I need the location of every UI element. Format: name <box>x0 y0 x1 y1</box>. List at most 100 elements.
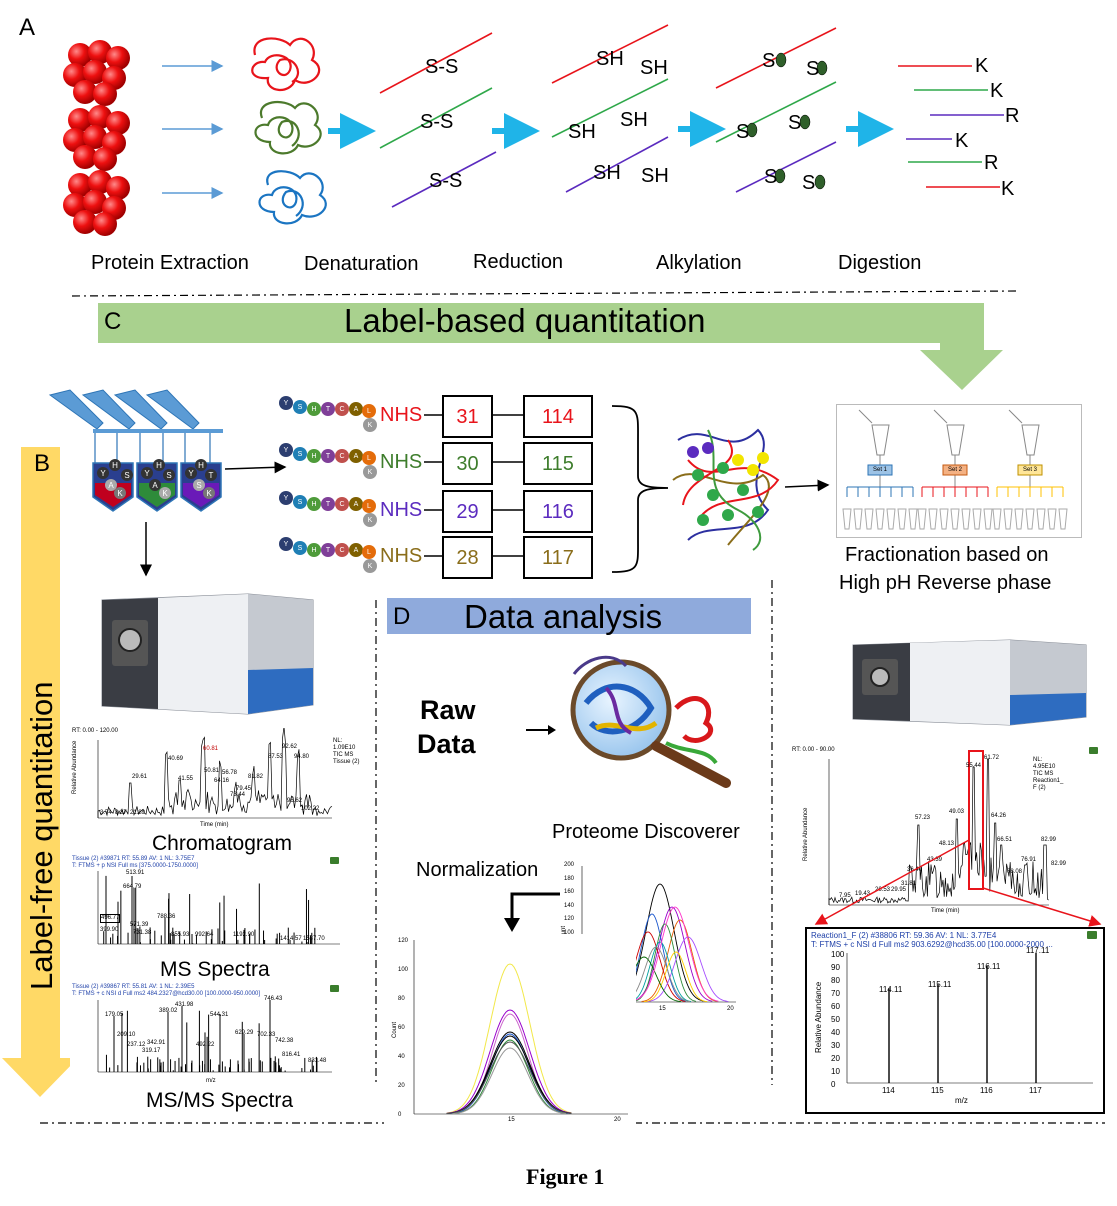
svg-text:T: T <box>326 406 331 413</box>
tag-mass-box: 28 <box>442 536 493 579</box>
arrow-right-icon <box>526 725 556 735</box>
labeled-peptide-array-icon: Y H S A K Y H S A K Y H T S K <box>48 389 223 512</box>
y-tick: 100 <box>831 950 845 959</box>
distribution-curve <box>452 1039 566 1115</box>
reporter-header: Reaction1_F (2) #38806 RT: 59.36 AV: 1 N… <box>811 931 997 940</box>
reporter-plot <box>846 931 1097 1084</box>
svg-text:A: A <box>354 406 359 413</box>
peak-label: 50.81 <box>204 768 220 774</box>
peak-label: 513.91 <box>126 870 145 876</box>
peak-label: 209.10 <box>117 1032 136 1038</box>
y-tick: 50 <box>831 1015 840 1024</box>
y-tick: 70 <box>831 989 840 998</box>
peak-label: 29.61 <box>132 774 148 780</box>
peak-label: 55.44 <box>966 763 982 769</box>
reporter-mass-box: 117 <box>523 536 593 579</box>
ms-spectra-label: MS Spectra <box>160 958 270 981</box>
peak-label: 115.11 <box>928 980 952 989</box>
svg-text:S: S <box>298 404 303 411</box>
panel-b-letter: B <box>34 450 51 477</box>
peak-label: 96.62 <box>287 798 303 804</box>
peak-label: 49.03 <box>949 809 965 815</box>
peak-label: 319.17 <box>142 1048 161 1054</box>
figure-caption: Figure 1 <box>526 1164 605 1189</box>
y-tick: 40 <box>398 1054 405 1060</box>
mass-spectrometer-icon <box>101 593 314 715</box>
chromatogram-info: TIC MS <box>333 752 354 758</box>
msms-plot <box>97 985 339 1073</box>
pooled-peptides-icon <box>672 428 780 551</box>
residue-label: K <box>990 80 1004 102</box>
y-tick: 100 <box>398 967 409 973</box>
protein-cluster-icon <box>63 40 130 236</box>
peak-label: 48.13 <box>939 841 955 847</box>
y-tick: 30 <box>831 1041 840 1050</box>
isobaric-tag-beads: Y S H T C A L K <box>279 396 377 573</box>
svg-text:K: K <box>368 422 373 429</box>
chromatogram-plot <box>828 747 1098 906</box>
chromatogram-header: RT: 0.00 - 90.00 <box>792 747 835 753</box>
chromatogram-info: NL: <box>333 738 343 744</box>
ms-plot <box>97 857 340 945</box>
distribution-curve <box>630 906 719 1002</box>
step-label-alkylation: Alkylation <box>656 252 742 274</box>
chromatogram-info: Reaction1_ <box>1033 778 1064 784</box>
peak-label: 788.36 <box>157 914 176 920</box>
yellow-flow-arrow <box>2 447 78 1097</box>
peak-label: 102.22 <box>301 806 320 812</box>
svg-text:K: K <box>117 489 123 498</box>
svg-text:S: S <box>166 471 171 480</box>
thiol-label: SH <box>640 57 668 79</box>
x-tick: 20 <box>727 1006 734 1012</box>
step-label-digestion: Digestion <box>838 252 922 274</box>
peak-label: 831.48 <box>308 1058 327 1064</box>
y-tick: 10 <box>831 1067 840 1076</box>
ms-header: Tissue (2) #39871 RT: 55.89 AV: 1 NL: 3.… <box>72 856 195 862</box>
chromatogram-info: TIC MS <box>1033 771 1054 777</box>
msms-spectra-label: MS/MS Spectra <box>146 1089 294 1112</box>
peak-label: 64.16 <box>214 778 230 784</box>
set-label: Set 2 <box>948 467 963 473</box>
peak-label: 114.11 <box>879 985 903 994</box>
peak-label: 92.62 <box>282 744 298 750</box>
x-tick: 20 <box>614 1117 621 1123</box>
x-tick: 15 <box>508 1117 515 1123</box>
peak-label: 492.22 <box>196 1042 215 1048</box>
y-tick: 60 <box>831 1002 840 1011</box>
peak-label: 342.91 <box>147 1040 166 1046</box>
peak-label: 992.64 <box>195 932 214 938</box>
fractionation-diagram: Set 1 Set 2 Set 3 <box>836 404 1082 538</box>
chromatogram-info: 4.95E10 <box>1033 764 1056 770</box>
y-tick: 80 <box>831 976 840 985</box>
y-tick: 60 <box>398 1025 405 1031</box>
x-tick: 114 <box>882 1086 895 1095</box>
chromatogram-c: RT: 0.00 - 90.00 NL: 4.95E10 TIC MS Reac… <box>789 745 1104 921</box>
distribution-curve <box>446 963 572 1114</box>
svg-text:L: L <box>367 408 371 415</box>
peak-label: 19.43 <box>855 891 871 897</box>
svg-text:H: H <box>112 461 118 470</box>
panel-d-header <box>387 598 751 634</box>
thiol-label: SH <box>620 109 648 131</box>
x-axis-label: Time (min) <box>931 908 960 914</box>
peak-label: 179.05 <box>105 1012 124 1018</box>
distribution-curve <box>627 941 692 1003</box>
peak-label: 57.23 <box>915 815 931 821</box>
peak-label: 742.38 <box>275 1038 294 1044</box>
distribution-curve <box>643 951 708 1003</box>
set-label: Set 1 <box>873 467 888 473</box>
peak-label: 40.69 <box>168 756 184 762</box>
nhs-label: NHS <box>380 545 423 567</box>
peak-label: 82.99 <box>1041 837 1057 843</box>
chromatogram-info: 1.09E10 <box>333 745 356 751</box>
peak-label: 746.43 <box>264 996 283 1002</box>
y-tick: 0 <box>398 1112 402 1118</box>
raw-data-line1: Raw <box>420 695 476 725</box>
thiol-label: SH <box>596 48 624 70</box>
chromatogram-info: F (2) <box>1033 785 1046 791</box>
x-axis-label: Time (min) <box>200 822 229 828</box>
x-axis-label: m/z <box>206 1078 216 1084</box>
step-label-reduction: Reduction <box>473 251 564 273</box>
